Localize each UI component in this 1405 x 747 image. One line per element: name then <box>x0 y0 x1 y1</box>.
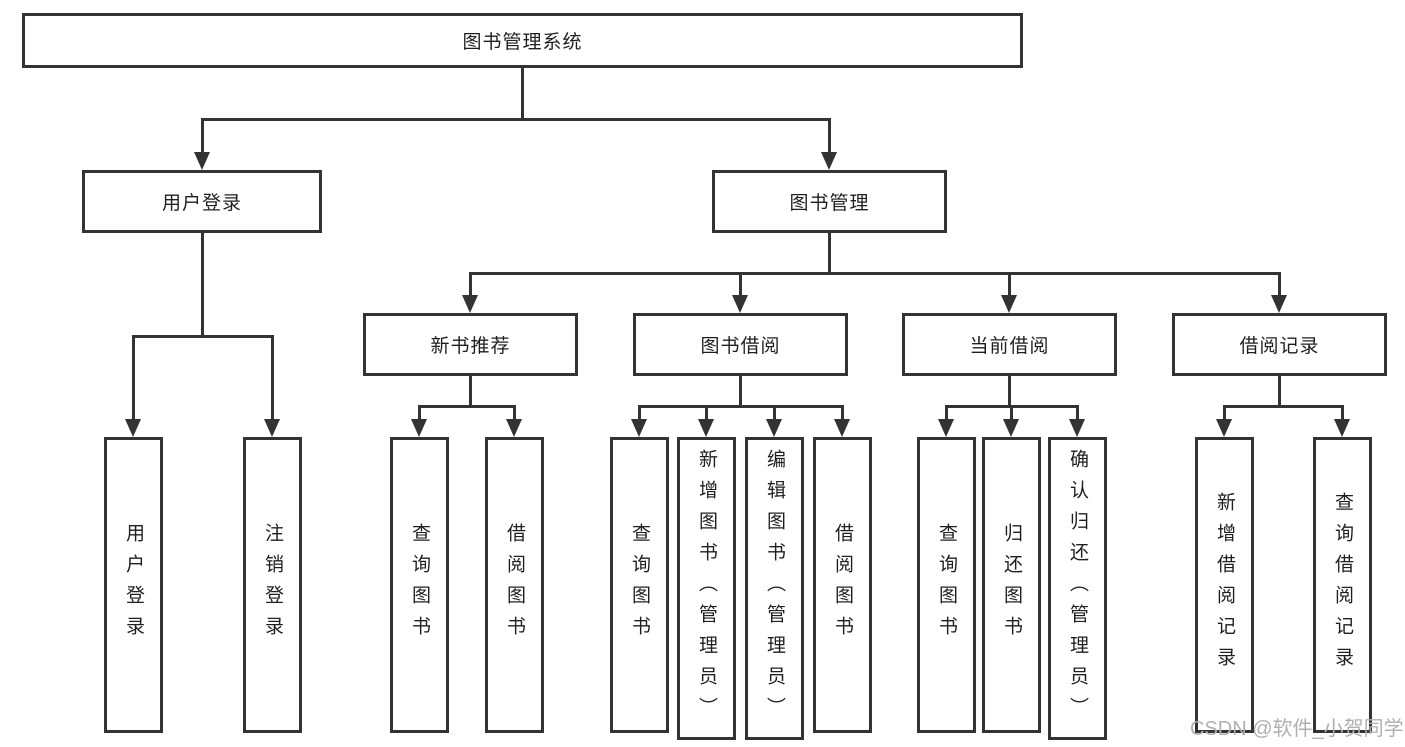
connector <box>773 405 776 419</box>
leaf-logout-label: 注销登录 <box>262 523 283 647</box>
node-book-management-module: 图书管理 <box>712 170 947 233</box>
arrow-down-icon <box>1216 419 1232 437</box>
arrow-down-icon <box>1001 295 1017 313</box>
leaf-confirm-return-admin-label: 确认归还（管理员） <box>1067 449 1088 728</box>
connector <box>469 272 1280 275</box>
connector <box>1010 405 1013 419</box>
connector <box>638 405 641 419</box>
node-new-book-recommendation: 新书推荐 <box>363 313 578 376</box>
leaf-query-borrow-record: 查询借阅记录 <box>1313 437 1372 733</box>
node-user-login-module: 用户登录 <box>82 170 322 233</box>
connector <box>201 118 204 152</box>
arrow-down-icon <box>462 295 478 313</box>
connector <box>1223 405 1226 419</box>
arrow-down-icon <box>766 419 782 437</box>
connector <box>1008 272 1011 295</box>
leaf-return-books-label: 归还图书 <box>1001 523 1022 647</box>
leaf-query-books-recommend-label: 查询图书 <box>409 523 430 647</box>
connector <box>469 376 472 405</box>
node-book-borrowing: 图书借阅 <box>633 313 848 376</box>
connector <box>1223 405 1344 408</box>
arrow-down-icon <box>264 419 280 437</box>
arrow-down-icon <box>1334 419 1350 437</box>
connector <box>828 118 831 152</box>
arrow-down-icon <box>631 419 647 437</box>
connector <box>513 405 516 419</box>
arrow-down-icon <box>1271 295 1287 313</box>
leaf-return-books: 归还图书 <box>982 437 1041 733</box>
watermark: CSDN @软件_小贺同学 <box>1190 718 1404 740</box>
node-current-borrowing: 当前借阅 <box>902 313 1117 376</box>
leaf-add-borrow-record-label: 新增借阅记录 <box>1214 492 1235 678</box>
leaf-query-books-recommend: 查询图书 <box>390 437 449 733</box>
connector <box>1341 405 1344 419</box>
arrow-down-icon <box>1003 419 1019 437</box>
arrow-down-icon <box>821 152 837 170</box>
arrow-down-icon <box>938 419 954 437</box>
arrow-down-icon <box>411 419 427 437</box>
arrow-down-icon <box>1069 419 1085 437</box>
arrow-down-icon <box>732 295 748 313</box>
connector <box>739 376 742 405</box>
leaf-edit-book-admin-label: 编辑图书（管理员） <box>764 449 785 728</box>
connector <box>469 272 472 295</box>
leaf-user-login: 用户登录 <box>104 437 163 733</box>
arrow-down-icon <box>125 419 141 437</box>
connector <box>418 405 515 408</box>
leaf-add-book-admin-label: 新增图书（管理员） <box>696 449 717 728</box>
connector <box>271 335 274 419</box>
connector <box>841 405 844 419</box>
connector <box>945 405 948 419</box>
connector <box>201 233 204 335</box>
leaf-add-book-admin: 新增图书（管理员） <box>677 437 736 740</box>
leaf-user-login-label: 用户登录 <box>123 523 144 647</box>
connector <box>1278 376 1281 405</box>
arrow-down-icon <box>834 419 850 437</box>
connector <box>132 335 135 419</box>
arrow-down-icon <box>194 152 210 170</box>
connector <box>418 405 421 419</box>
leaf-query-books-borrowing-label: 查询图书 <box>629 523 650 647</box>
connector <box>1278 272 1281 295</box>
leaf-edit-book-admin: 编辑图书（管理员） <box>745 437 804 740</box>
leaf-borrow-books-borrowing-label: 借阅图书 <box>832 523 853 647</box>
connector <box>638 405 844 408</box>
leaf-logout: 注销登录 <box>243 437 302 733</box>
leaf-borrow-books-recommend: 借阅图书 <box>485 437 544 733</box>
leaf-query-borrow-record-label: 查询借阅记录 <box>1332 492 1353 678</box>
connector <box>201 118 831 121</box>
connector <box>739 272 742 295</box>
arrow-down-icon <box>506 419 522 437</box>
connector <box>1008 376 1011 405</box>
node-library-management-system: 图书管理系统 <box>22 13 1023 68</box>
leaf-borrow-books-recommend-label: 借阅图书 <box>504 523 525 647</box>
connector <box>705 405 708 419</box>
connector <box>1076 405 1079 419</box>
leaf-query-books-borrowing: 查询图书 <box>610 437 669 733</box>
connector <box>132 335 273 338</box>
leaf-confirm-return-admin: 确认归还（管理员） <box>1048 437 1107 740</box>
node-borrowing-records: 借阅记录 <box>1172 313 1387 376</box>
arrow-down-icon <box>698 419 714 437</box>
leaf-borrow-books-borrowing: 借阅图书 <box>813 437 872 733</box>
leaf-add-borrow-record: 新增借阅记录 <box>1195 437 1254 733</box>
connector <box>521 68 524 118</box>
leaf-query-books-current-label: 查询图书 <box>936 523 957 647</box>
connector <box>828 233 831 272</box>
leaf-query-books-current: 查询图书 <box>917 437 976 733</box>
